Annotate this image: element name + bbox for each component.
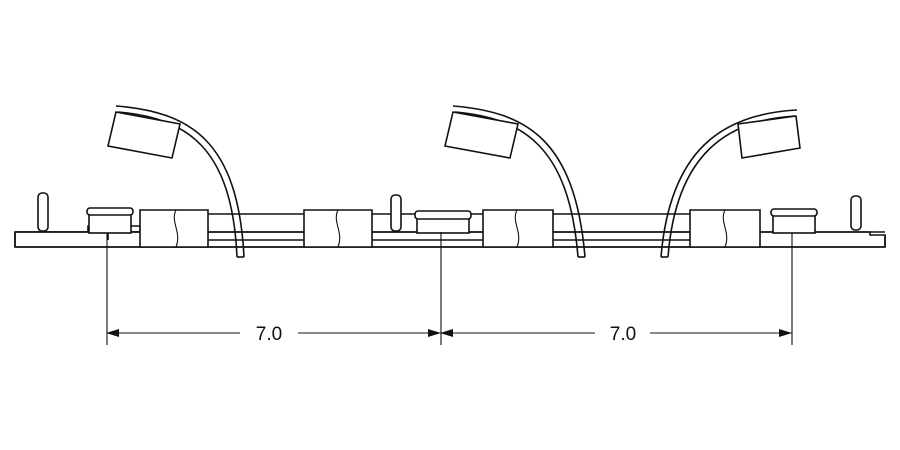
dimension-1: 7.0 (106, 324, 441, 345)
dimension-label-1: 7.0 (256, 324, 282, 345)
cap-nut-center (414, 210, 472, 234)
pin-left (30, 192, 56, 233)
bent-wire-right (660, 109, 801, 258)
cap-nut-right (770, 208, 818, 234)
pin-center (382, 194, 410, 233)
pin-right (842, 195, 870, 233)
clamp-block-1 (139, 209, 209, 248)
bent-wire-left (107, 105, 245, 258)
clamp-block-3 (482, 209, 554, 248)
clamp-block-4 (689, 209, 761, 248)
dimension-label-2: 7.0 (610, 324, 636, 345)
extension-lines (106, 232, 793, 345)
bent-wire-center (444, 105, 586, 258)
cap-nut-left (86, 207, 134, 240)
dimension-2: 7.0 (440, 324, 792, 345)
clamp-block-2 (303, 209, 373, 248)
